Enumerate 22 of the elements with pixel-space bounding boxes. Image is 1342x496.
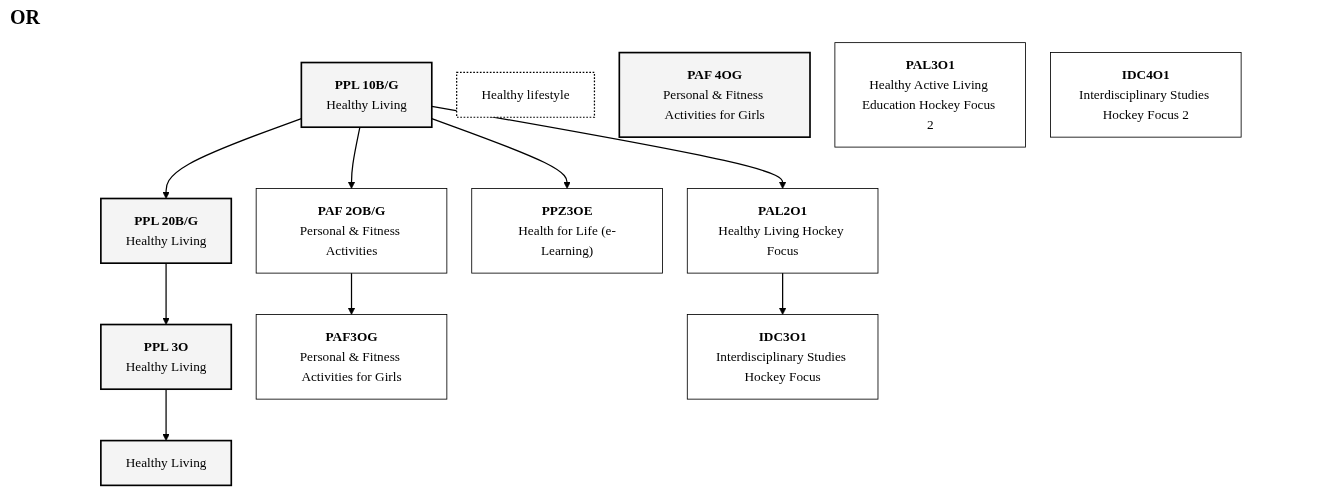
node-box: Healthy lifestyle xyxy=(456,71,596,118)
node-box: PAF3OG Personal & Fitness Activities for Girls xyxy=(255,314,448,400)
arrow xyxy=(779,272,787,315)
arrow xyxy=(431,105,787,189)
node-box: PPZ3OE Health for Life (e-Learning) xyxy=(471,188,663,274)
note-text: OR xyxy=(10,6,40,28)
node-box: IDC3O1 Interdisciplinary Studies Hockey Focus xyxy=(686,314,879,400)
node-box: PAL3O1 Healthy Active Living Education Hockey Focus 2 xyxy=(834,42,1026,148)
arrow xyxy=(162,262,170,325)
arrow xyxy=(347,126,361,189)
node-box: PAF 2OB/G Personal & Fitness Activities xyxy=(255,188,448,274)
arrow xyxy=(162,117,302,199)
node-box: PAL2O1 Healthy Living Hockey Focus xyxy=(686,188,879,274)
node-box: PAF 4OG Personal & Fitness Activities for Girls xyxy=(618,51,811,138)
node-box: IDC4O1 Interdisciplinary Studies Hockey Focus 2 xyxy=(1050,52,1242,138)
node-box: PPL 20B/G Healthy Living xyxy=(100,197,233,264)
node-box: PPL 10B/G Healthy Living xyxy=(300,61,433,129)
arrow xyxy=(347,272,356,315)
node-box: Healthy Living xyxy=(100,439,233,487)
arrow xyxy=(431,117,571,189)
arrow xyxy=(162,388,170,441)
node-box: PPL 3O Healthy Living xyxy=(100,323,233,390)
